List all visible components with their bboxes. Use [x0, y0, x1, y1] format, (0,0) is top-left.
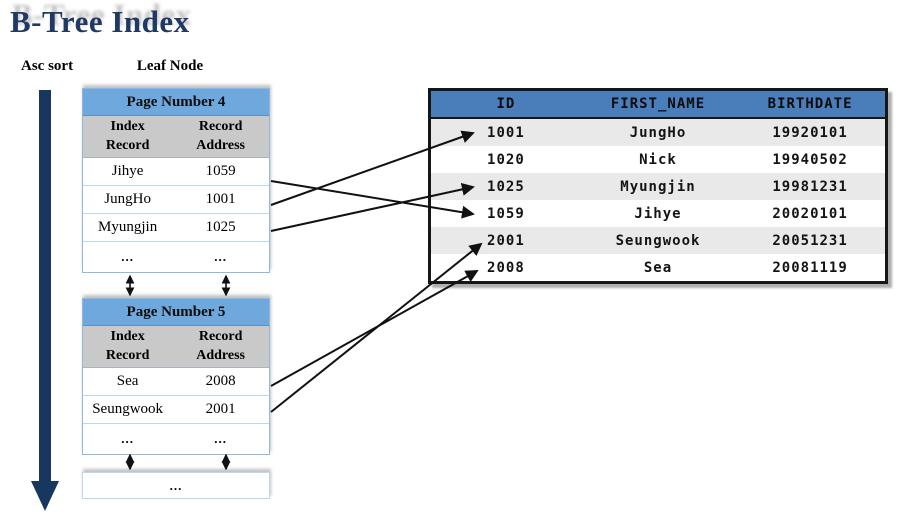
record-address-value: 1025	[205, 219, 236, 235]
id-cell: 2008	[487, 259, 525, 276]
record-address-value: ...	[214, 431, 227, 446]
table-row-2008: 2008 Sea 20081119	[431, 254, 885, 281]
overflow-ellipsis: ...	[169, 477, 183, 493]
record-address-value: 2008	[205, 373, 236, 389]
index-record-value: Seungwook	[92, 401, 164, 417]
leaf-page-5-title: Page Number 5	[83, 299, 269, 326]
overflow-page-box: ...	[82, 472, 270, 499]
data-table-body: 1001 JungHo 19920101 1020 Nick 19940502 …	[431, 119, 885, 281]
leaf-row-sea: Sea 2008	[83, 368, 269, 396]
first-name-cell: Jihye	[634, 205, 682, 222]
first-name-cell: Nick	[639, 151, 677, 168]
id-cell: 1001	[487, 124, 525, 141]
record-address-value: 2001	[205, 401, 236, 417]
record-address-value: 1059	[205, 163, 236, 179]
data-table-header-row: ID FIRST_NAME BIRTHDATE	[431, 91, 885, 119]
leaf-row-myungjin: Myungjin 1025	[83, 214, 269, 242]
leaf-page-4-title: Page Number 4	[83, 89, 269, 116]
first-name-cell: Seungwook	[615, 232, 701, 249]
first-name-cell: Myungjin	[620, 178, 696, 195]
record-address-column-header: Record Address	[196, 329, 245, 363]
birthdate-cell: 20081119	[772, 259, 848, 276]
data-table: ID FIRST_NAME BIRTHDATE 1001 JungHo 1992…	[428, 88, 888, 284]
index-record-value: Sea	[116, 373, 139, 389]
table-row-2001: 2001 Seungwook 20051231	[431, 227, 885, 254]
birthdate-cell: 20020101	[772, 205, 848, 222]
arrow-sea-to-2008	[270, 270, 479, 387]
table-row-1025: 1025 Myungjin 19981231	[431, 173, 885, 200]
table-row-1001: 1001 JungHo 19920101	[431, 119, 885, 146]
asc-sort-label: Asc sort	[21, 58, 74, 74]
record-address-column-header: Record Address	[196, 119, 245, 153]
column-header-first-name: FIRST_NAME	[610, 96, 706, 112]
record-address-value: 1001	[205, 191, 236, 207]
index-record-column-header: Index Record	[105, 119, 150, 153]
first-name-cell: JungHo	[629, 124, 687, 141]
id-cell: 1059	[487, 205, 525, 222]
leaf-row-jihye: Jihye 1059	[83, 158, 269, 186]
leaf-row-jungho: JungHo 1001	[83, 186, 269, 214]
leaf-page-5-table: Page Number 5 Index Record Record Addres…	[82, 298, 270, 455]
asc-sort-arrow	[31, 90, 59, 511]
table-row-1059: 1059 Jihye 20020101	[431, 200, 885, 227]
birthdate-cell: 19940502	[772, 151, 848, 168]
index-record-value: Myungjin	[98, 219, 158, 235]
leaf-row-ellipsis: ... ...	[83, 424, 269, 454]
leaf-row-seungwook: Seungwook 2001	[83, 396, 269, 424]
index-record-value: ...	[121, 431, 134, 446]
index-record-value: ...	[121, 249, 134, 264]
column-header-birthdate: BIRTHDATE	[767, 96, 853, 112]
first-name-cell: Sea	[643, 259, 673, 276]
record-address-value: ...	[214, 249, 227, 264]
leaf-page-5-column-headers: Index Record Record Address	[83, 326, 269, 368]
table-row-1020: 1020 Nick 19940502	[431, 146, 885, 173]
column-header-id: ID	[496, 96, 516, 112]
leaf-node-label: Leaf Node	[136, 58, 204, 74]
id-cell: 2001	[487, 232, 525, 249]
index-record-value: Jihye	[111, 163, 144, 179]
birthdate-cell: 19920101	[772, 124, 848, 141]
id-cell: 1025	[487, 178, 525, 195]
index-record-value: JungHo	[104, 191, 151, 207]
leaf-page-4-table: Page Number 4 Index Record Record Addres…	[82, 88, 270, 273]
birthdate-cell: 20051231	[772, 232, 848, 249]
index-record-column-header: Index Record	[105, 329, 150, 363]
id-cell: 1020	[487, 151, 525, 168]
leaf-row-ellipsis: ... ...	[83, 242, 269, 272]
page-title: B-Tree Index	[10, 4, 190, 39]
leaf-page-4-column-headers: Index Record Record Address	[83, 116, 269, 158]
birthdate-cell: 19981231	[772, 178, 848, 195]
